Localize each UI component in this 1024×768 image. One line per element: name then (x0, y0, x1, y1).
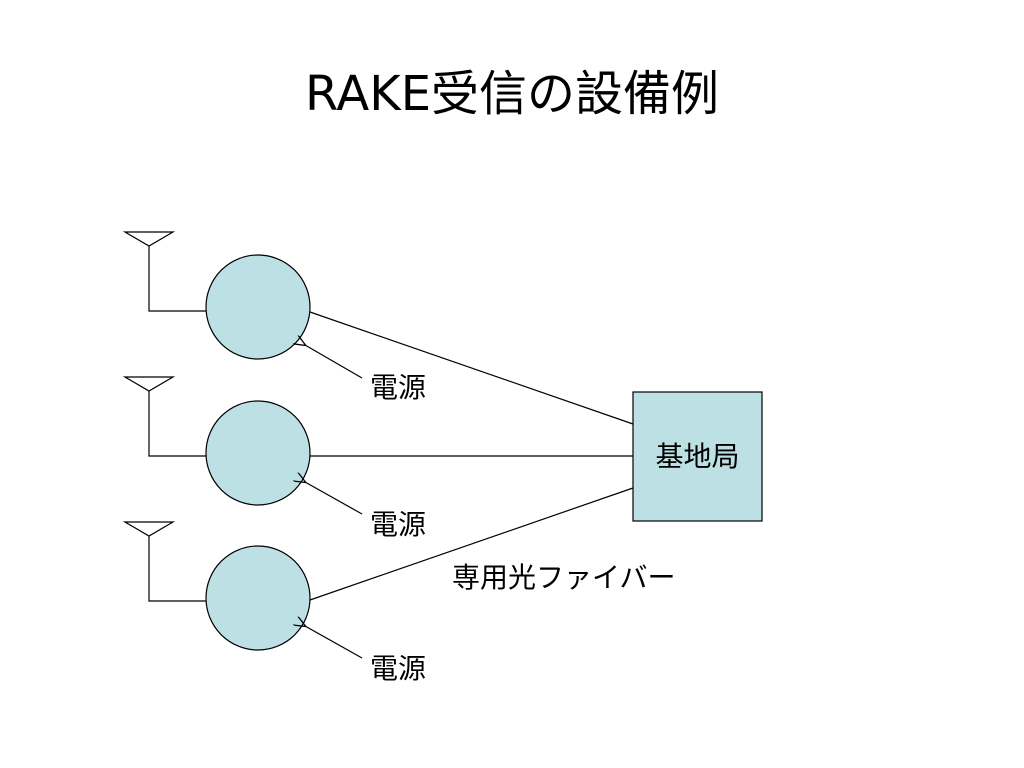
remote-node-3 (205, 545, 311, 651)
fiber-label: 専用光ファイバー (452, 561, 675, 594)
power-arrow-3 (305, 626, 363, 659)
power-callout-1: 電源 (305, 345, 426, 404)
power-arrow-1 (305, 345, 363, 379)
remote-node-1 (205, 254, 311, 360)
power-arrow-2 (305, 482, 363, 515)
slide-title: RAKE受信の設備例 (304, 66, 720, 122)
power-callout-2: 電源 (305, 482, 426, 541)
remote-node-2 (205, 400, 311, 506)
fiber-links (309, 311, 634, 601)
remote-unit-1 (122, 231, 311, 360)
base-station: 基地局 (632, 391, 763, 522)
antenna-feed-line (148, 246, 206, 312)
antenna-icon (122, 376, 176, 392)
base-station-label: 基地局 (655, 440, 739, 473)
remote-unit-2 (122, 376, 311, 506)
antenna-icon (122, 521, 176, 537)
antenna-icon (122, 231, 176, 247)
power-callout-3: 電源 (305, 626, 426, 685)
fiber-link-3 (309, 487, 634, 601)
antenna-feed-line (148, 536, 206, 602)
power-label-3: 電源 (370, 652, 426, 685)
antenna-feed-line (148, 391, 206, 457)
base-station-box (632, 391, 763, 522)
power-label-2: 電源 (370, 508, 426, 541)
fiber-link-1 (309, 311, 634, 425)
power-label-1: 電源 (370, 371, 426, 404)
remote-unit-3 (122, 521, 311, 651)
